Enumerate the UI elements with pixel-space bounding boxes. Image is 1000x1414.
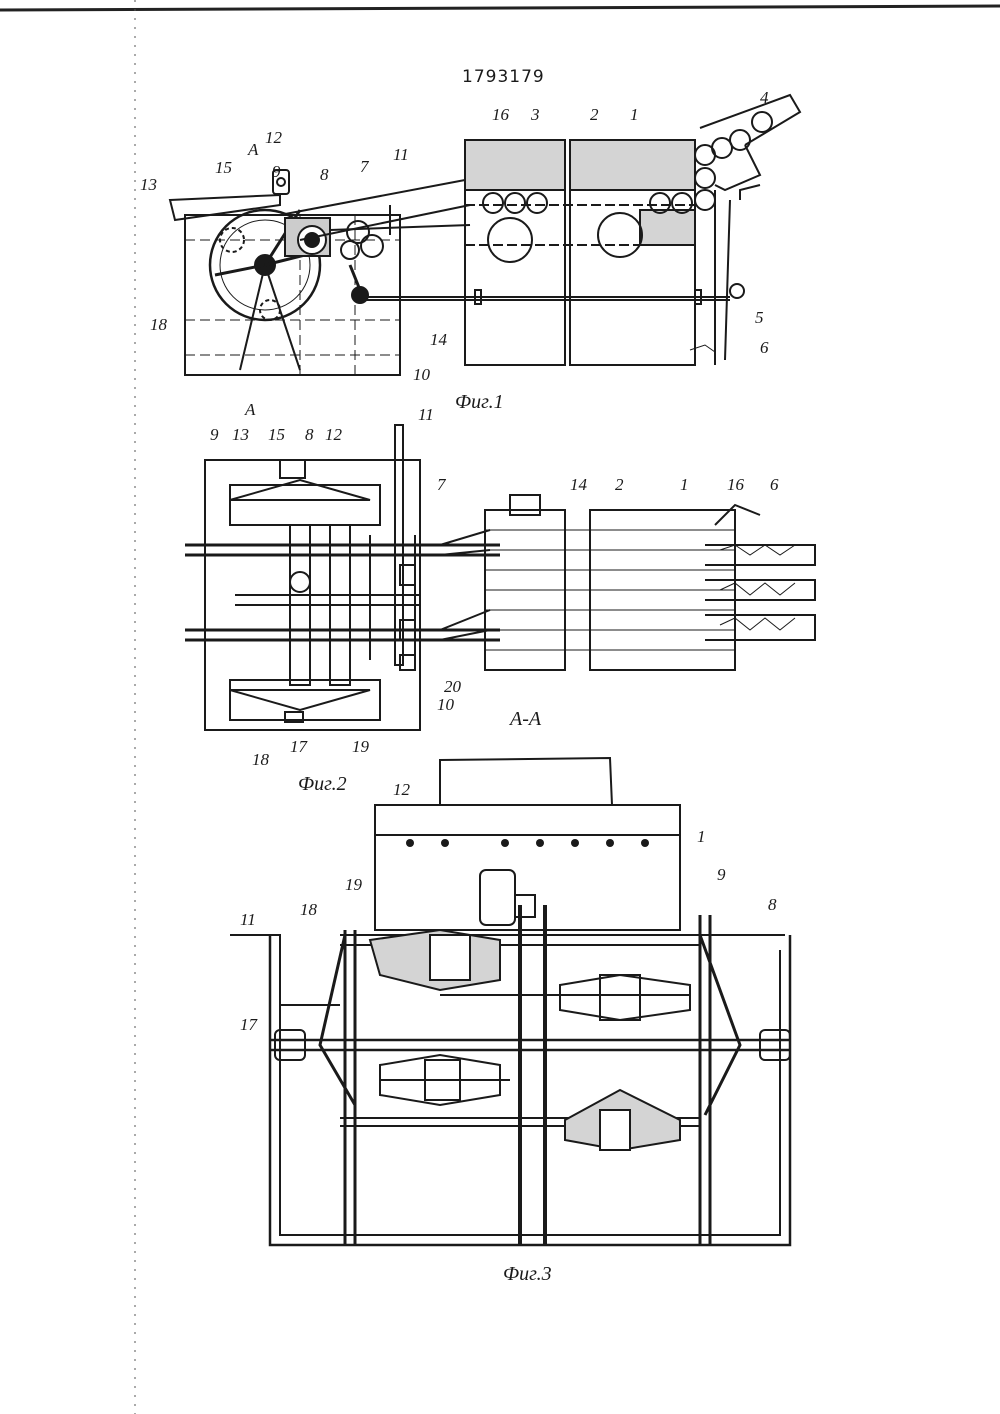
svg-text:14: 14 <box>570 475 588 494</box>
svg-text:15: 15 <box>215 158 232 177</box>
svg-text:13: 13 <box>232 425 249 444</box>
svg-text:11: 11 <box>418 405 434 424</box>
section-title-a-a: A-A <box>508 708 542 730</box>
figure-1-part-labels: 12 15 9 8 7 11 13 18 10 14 16 3 2 1 4 5 … <box>140 88 769 419</box>
svg-text:9: 9 <box>210 425 219 444</box>
svg-text:18: 18 <box>150 315 168 334</box>
svg-text:6: 6 <box>770 475 779 494</box>
svg-text:12: 12 <box>325 425 343 444</box>
svg-text:10: 10 <box>413 365 431 384</box>
svg-text:17: 17 <box>290 737 309 756</box>
svg-text:10: 10 <box>437 695 455 714</box>
svg-text:18: 18 <box>300 900 318 919</box>
figure-3-part-labels: 12 1 9 8 19 18 11 17 Фиг.3 <box>240 780 777 1285</box>
patent-number: 1793179 <box>462 67 545 87</box>
svg-text:6: 6 <box>760 338 769 357</box>
figure-3-section-view <box>230 758 790 1245</box>
top-scan-edge <box>0 6 1000 10</box>
svg-text:7: 7 <box>437 475 447 494</box>
svg-text:8: 8 <box>320 165 329 184</box>
svg-text:1: 1 <box>680 475 689 494</box>
svg-text:5: 5 <box>755 308 764 327</box>
section-mark-bottom: A <box>244 400 256 419</box>
svg-text:9: 9 <box>717 865 726 884</box>
svg-text:15: 15 <box>268 425 285 444</box>
svg-text:2: 2 <box>590 105 599 124</box>
svg-text:17: 17 <box>240 1015 259 1034</box>
svg-text:4: 4 <box>760 88 769 107</box>
svg-text:18: 18 <box>252 750 270 769</box>
svg-text:11: 11 <box>240 910 256 929</box>
figure-3-caption: Фиг.3 <box>503 1263 552 1285</box>
svg-text:1: 1 <box>630 105 639 124</box>
svg-text:12: 12 <box>265 128 283 147</box>
svg-text:3: 3 <box>530 105 540 124</box>
figure-1-caption: Фиг.1 <box>455 391 504 413</box>
svg-text:13: 13 <box>140 175 157 194</box>
figure-2-caption: Фиг.2 <box>298 773 347 795</box>
svg-text:8: 8 <box>305 425 314 444</box>
section-mark-top: A <box>247 140 259 159</box>
svg-text:14: 14 <box>430 330 448 349</box>
svg-text:16: 16 <box>727 475 745 494</box>
svg-text:19: 19 <box>345 875 363 894</box>
svg-text:9: 9 <box>272 162 281 181</box>
svg-text:7: 7 <box>360 157 370 176</box>
figure-2-plan-view <box>185 425 815 730</box>
figure-2-part-labels: 9 13 15 8 12 11 7 14 2 1 16 6 20 10 18 1… <box>210 405 779 795</box>
svg-text:20: 20 <box>444 677 462 696</box>
svg-text:8: 8 <box>768 895 777 914</box>
svg-text:2: 2 <box>615 475 624 494</box>
svg-text:11: 11 <box>393 145 409 164</box>
svg-text:19: 19 <box>352 737 370 756</box>
svg-text:1: 1 <box>697 827 706 846</box>
svg-text:12: 12 <box>393 780 411 799</box>
svg-text:16: 16 <box>492 105 510 124</box>
